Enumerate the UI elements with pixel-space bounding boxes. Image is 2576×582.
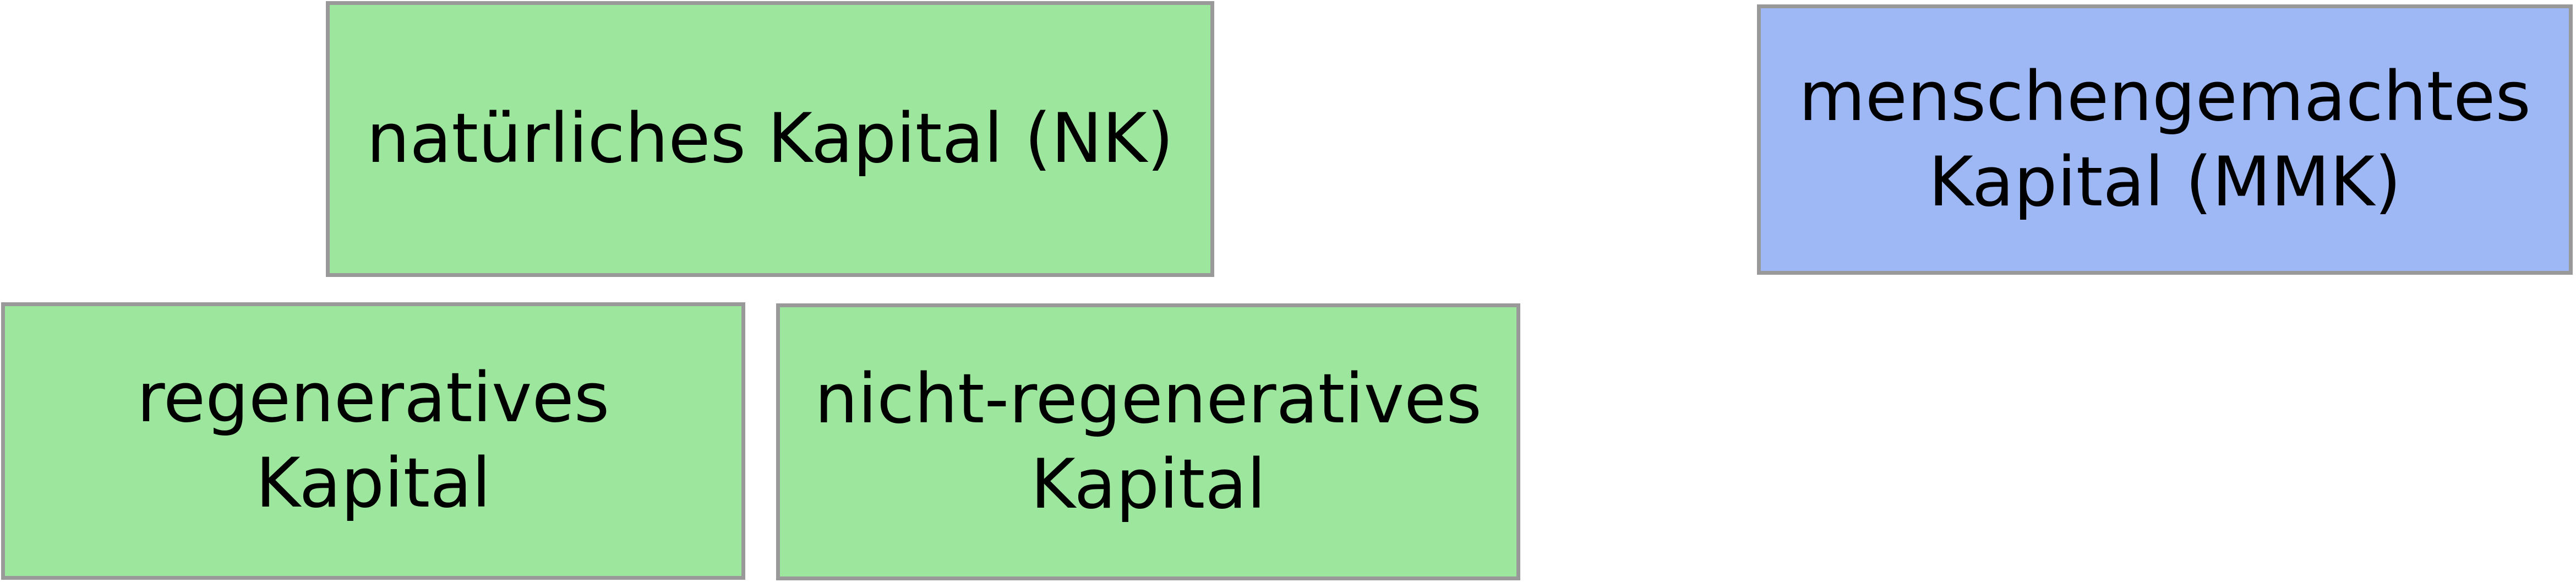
man-made-capital-label-line1: menschengemachtes (1799, 57, 2531, 137)
man-made-capital-box: menschengemachtes Kapital (MMK) (1757, 4, 2573, 275)
natural-capital-label: natürliches Kapital (NK) (366, 99, 1174, 178)
regenerative-capital-label-line2: Kapital (255, 444, 491, 523)
regenerative-capital-label-line1: regeneratives (137, 358, 610, 438)
non-regenerative-capital-box: nicht-regeneratives Kapital (776, 303, 1520, 580)
non-regenerative-capital-label-line1: nicht-regeneratives (815, 359, 1482, 439)
natural-capital-box: natürliches Kapital (NK) (326, 1, 1214, 277)
regenerative-capital-box: regeneratives Kapital (1, 302, 745, 580)
man-made-capital-label-line2: Kapital (MMK) (1928, 142, 2402, 222)
non-regenerative-capital-label-line2: Kapital (1030, 444, 1266, 524)
